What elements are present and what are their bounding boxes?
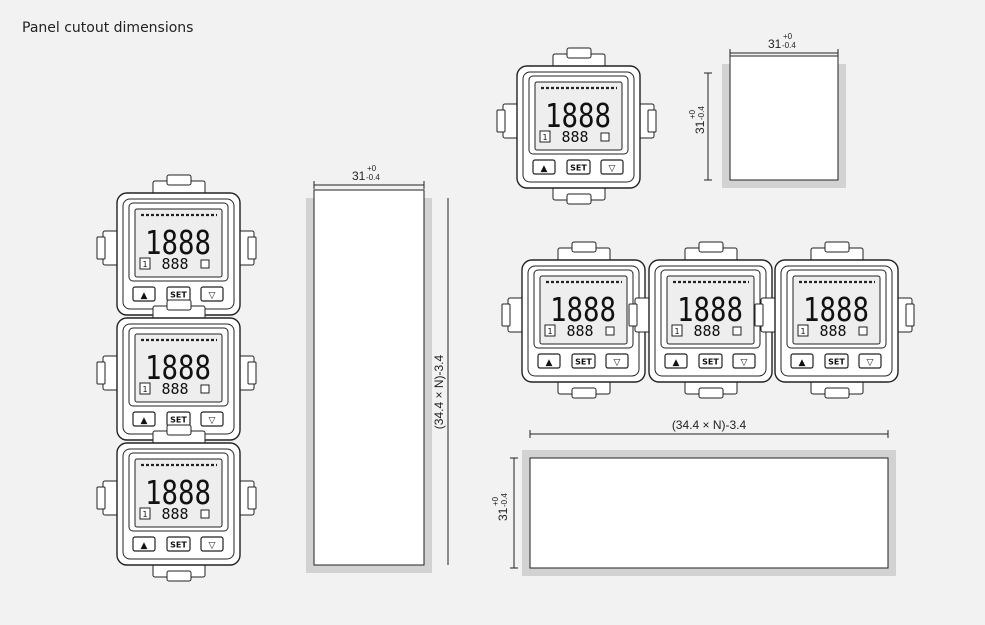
dim-width-single: 31 [768, 37, 782, 51]
switch-single [495, 46, 658, 206]
dim-gang-horizontal: (34.4 × N)-3.4 [672, 418, 747, 432]
dim-tol-plus: +0 [367, 164, 377, 173]
dim-tol-plus-single: +0 [783, 32, 793, 41]
svg-text:+0: +0 [688, 109, 697, 119]
cutout-single [729, 55, 839, 181]
dim-tol-minus-single: -0.4 [782, 41, 796, 50]
dim-width-vertical: 31 [352, 169, 366, 183]
svg-text:31: 31 [496, 507, 510, 521]
dim-height-horizontal: 31 +0 -0.4 [491, 493, 510, 521]
dim-height-single: 31 +0 -0.4 [688, 106, 707, 134]
switch-stack-bottom [95, 423, 258, 583]
cutout-vertical [313, 189, 425, 566]
svg-text:-0.4: -0.4 [697, 106, 706, 120]
svg-text:+0: +0 [491, 496, 500, 506]
dim-gang-vertical: (34.4 × N)-3.4 [432, 354, 446, 429]
svg-text:31: 31 [693, 120, 707, 134]
dim-tol-minus: -0.4 [366, 173, 380, 182]
cutout-horizontal [529, 457, 889, 569]
page-title: Panel cutout dimensions [22, 20, 194, 36]
switch-row-right [753, 240, 916, 400]
svg-text:-0.4: -0.4 [500, 493, 509, 507]
